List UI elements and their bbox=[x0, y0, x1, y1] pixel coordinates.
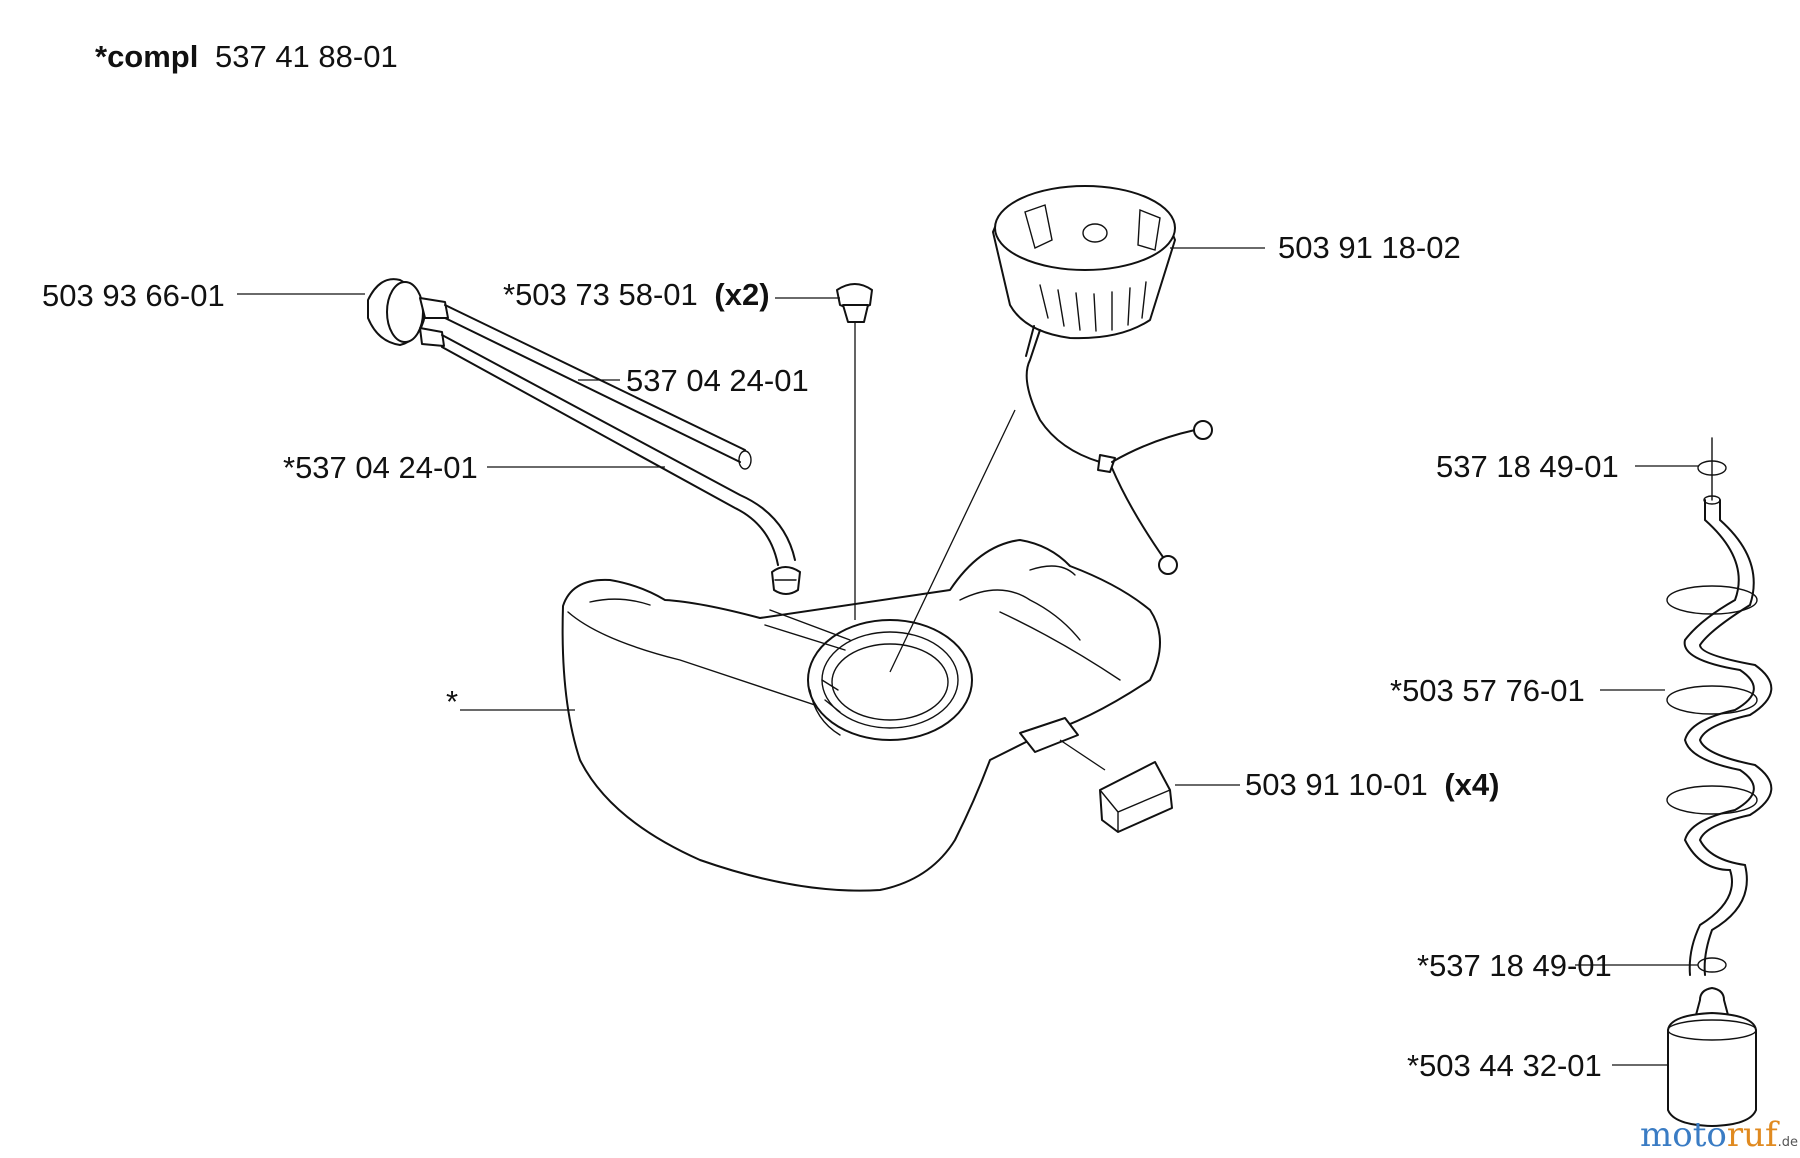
label-fuel-tank: * bbox=[446, 684, 458, 719]
label-damper: 503 91 10-01 (x4) bbox=[1245, 767, 1499, 802]
watermark-brand-a: moto bbox=[1640, 1115, 1727, 1155]
coiled-fuel-line-icon bbox=[1666, 437, 1773, 976]
leader-lines bbox=[237, 247, 1698, 1066]
watermark-tld: .de bbox=[1778, 1135, 1798, 1150]
damper-icon bbox=[1099, 761, 1173, 833]
fuel-filter-icon bbox=[1667, 987, 1757, 1127]
assembly-header: *compl 537 41 88-01 bbox=[95, 39, 398, 74]
grommet-icon bbox=[771, 566, 801, 595]
label-damper-number: 503 91 10-01 bbox=[1245, 767, 1428, 802]
label-o-ring-top: 537 18 49-01 bbox=[1436, 449, 1619, 484]
fuel-cap-icon bbox=[992, 185, 1213, 575]
label-o-ring-bottom: *537 18 49-01 bbox=[1417, 948, 1612, 983]
label-grommet-number: *503 73 58-01 bbox=[503, 277, 698, 312]
label-grommet-qty: (x2) bbox=[714, 277, 769, 312]
label-fuel-hose-lower: *537 04 24-01 bbox=[283, 450, 478, 485]
label-fuel-hose-upper: 537 04 24-01 bbox=[626, 363, 809, 398]
primer-bulb-icon bbox=[367, 278, 449, 347]
fuel-hose-icon bbox=[441, 304, 796, 566]
label-fuel-line-coil: *503 57 76-01 bbox=[1390, 673, 1585, 708]
label-fuel-filter: *503 44 32-01 bbox=[1407, 1048, 1602, 1083]
header-number: 537 41 88-01 bbox=[215, 39, 398, 74]
label-grommet: *503 73 58-01 (x2) bbox=[503, 277, 770, 312]
label-damper-qty: (x4) bbox=[1444, 767, 1499, 802]
grommet-upper-icon bbox=[836, 283, 873, 323]
label-primer-bulb: 503 93 66-01 bbox=[42, 278, 225, 313]
label-fuel-cap: 503 91 18-02 bbox=[1278, 230, 1461, 265]
watermark-brand-b: ruf bbox=[1727, 1115, 1780, 1155]
watermark: motoruf.de bbox=[1640, 1115, 1798, 1155]
fuel-tank-icon bbox=[561, 539, 1161, 892]
header-prefix: *compl bbox=[95, 39, 198, 74]
o-ring-icon bbox=[1697, 460, 1727, 476]
o-ring-lower-icon bbox=[1697, 957, 1727, 973]
